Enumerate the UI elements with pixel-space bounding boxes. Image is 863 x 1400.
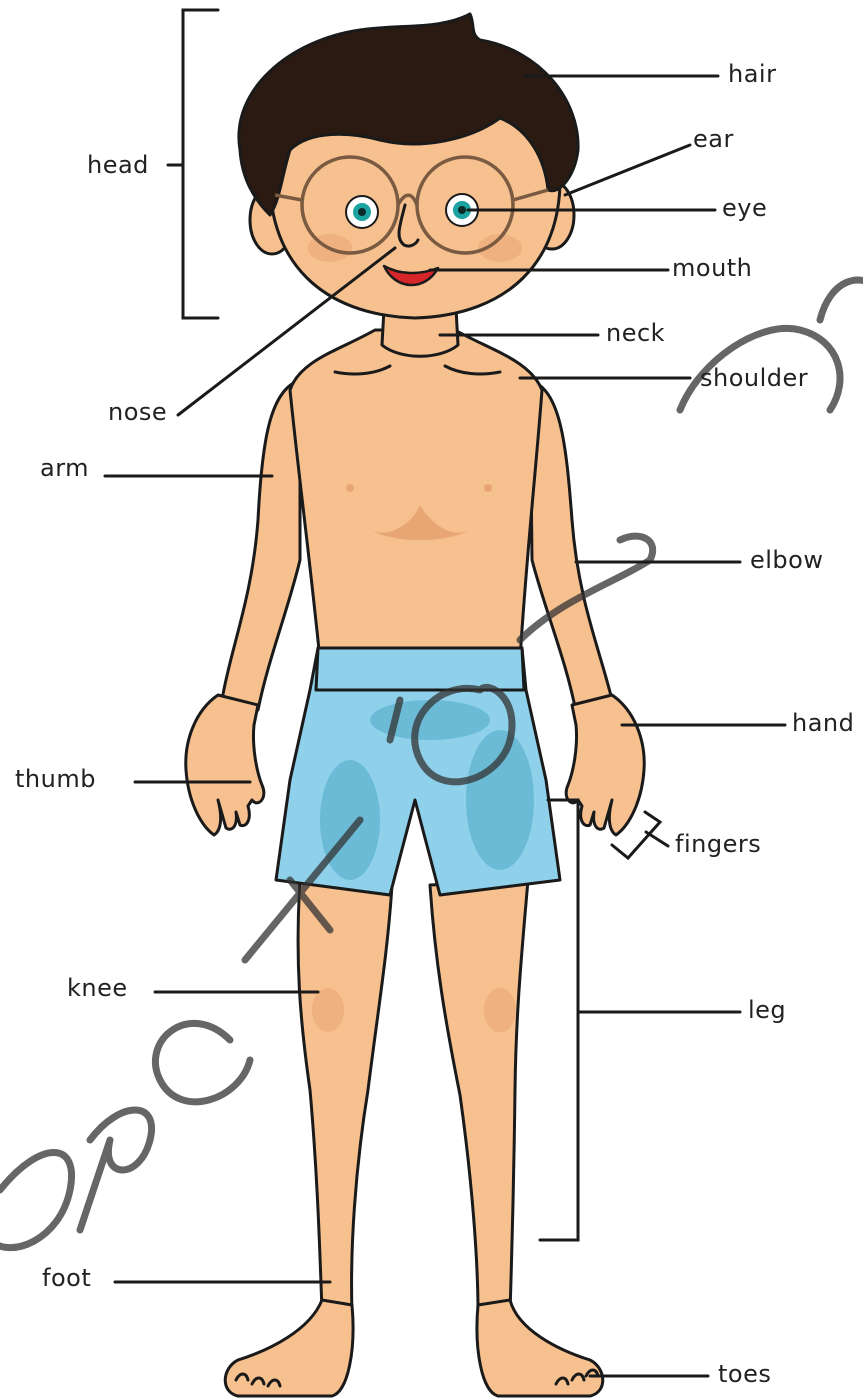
label-knee: knee	[67, 974, 128, 1002]
label-toes: toes	[718, 1360, 771, 1388]
nipple-right	[484, 484, 492, 492]
label-hair: hair	[728, 60, 776, 88]
leg-bracket	[540, 800, 740, 1240]
label-nose: nose	[108, 398, 167, 426]
label-head: head	[87, 151, 149, 179]
label-mouth: mouth	[672, 254, 752, 282]
label-neck: neck	[606, 319, 665, 347]
label-foot: foot	[42, 1264, 91, 1292]
shorts	[276, 648, 560, 895]
label-eye: eye	[722, 194, 767, 222]
legs	[298, 880, 528, 1312]
label-leg: leg	[748, 996, 786, 1024]
boy-figure	[186, 14, 644, 1396]
label-thumb: thumb	[15, 765, 96, 793]
leader-ear	[565, 145, 690, 195]
nipple-left	[346, 484, 354, 492]
label-hand: hand	[792, 709, 854, 737]
label-fingers: fingers	[675, 830, 761, 858]
label-shoulder: shoulder	[700, 364, 808, 392]
label-ear: ear	[693, 125, 734, 153]
label-elbow: elbow	[750, 546, 823, 574]
torso	[290, 330, 542, 660]
label-arm: arm	[40, 454, 89, 482]
head-bracket	[168, 10, 218, 318]
feet	[225, 1300, 603, 1396]
